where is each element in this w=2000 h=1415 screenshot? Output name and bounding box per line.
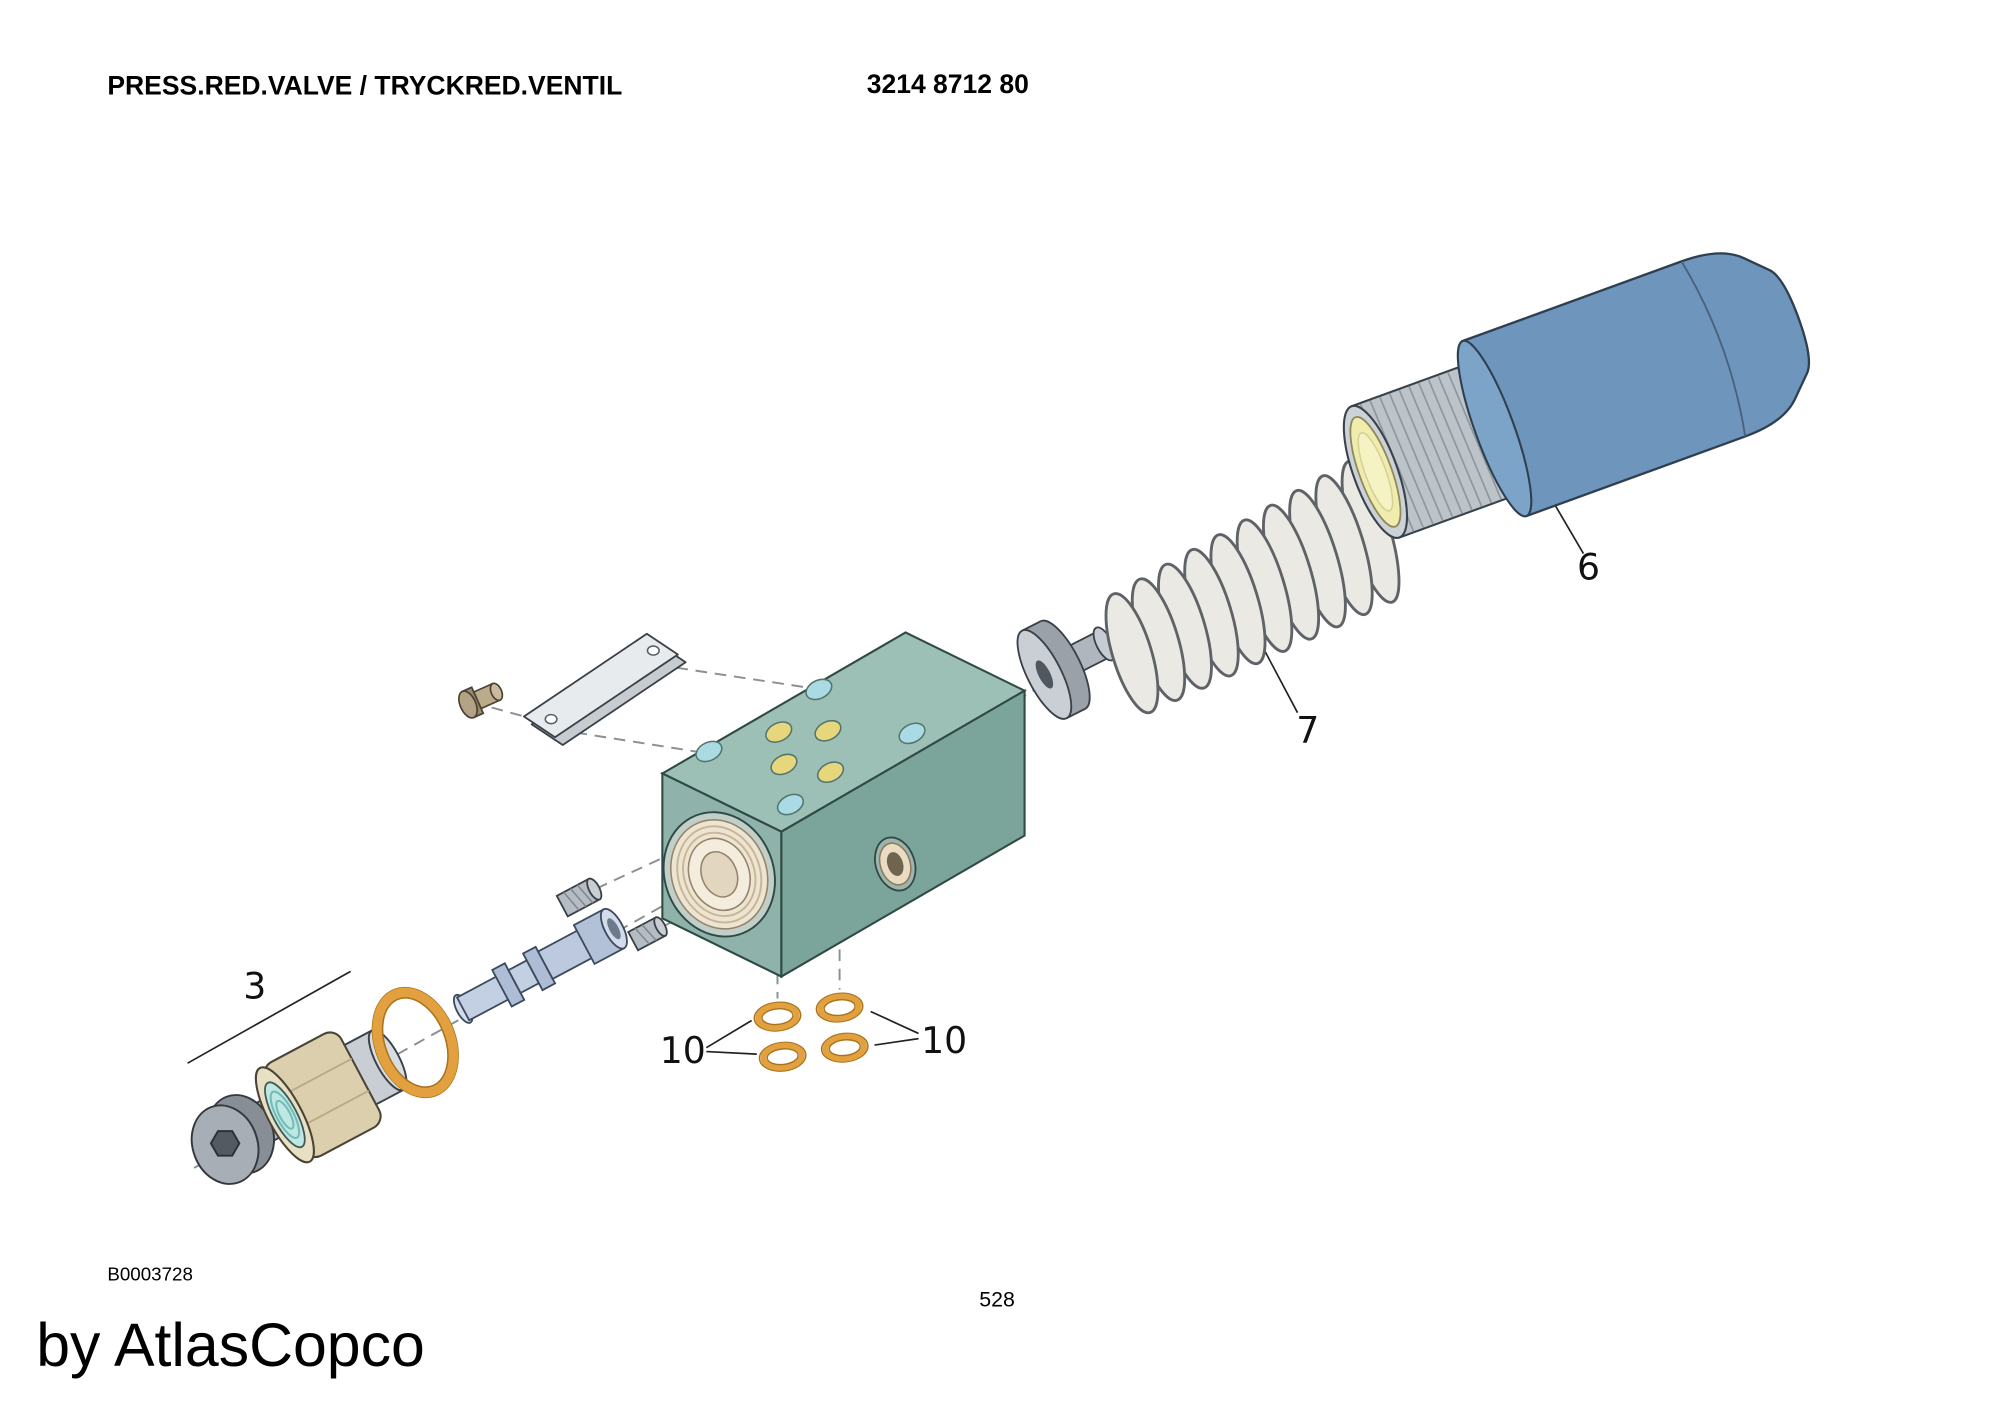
cover-plate-hole [646, 645, 660, 656]
port-yellow [814, 719, 842, 742]
o-ring-body [817, 993, 862, 1022]
set-screw-lower [627, 916, 668, 952]
valve-spool [452, 907, 628, 1024]
axis-line-plate-port2 [657, 663, 812, 690]
valve-poppet [1016, 619, 1116, 720]
o-ring-body [372, 987, 459, 1098]
thread-line [1418, 382, 1473, 511]
port-cyan [776, 793, 805, 816]
o-ring-outline [766, 1048, 799, 1066]
nut-bore-ring [269, 1090, 301, 1140]
cover-plate-face [523, 632, 679, 739]
o-ring-outline [381, 997, 449, 1088]
o-ring-small-group [753, 992, 869, 1072]
callout-10-right: 10 [921, 1019, 967, 1062]
watermark: by AtlasCopco [36, 1311, 425, 1379]
thread-line [1408, 386, 1463, 514]
thread-line [634, 927, 650, 945]
cap-body-shoulder [1456, 339, 1533, 518]
thread-line [1437, 375, 1493, 504]
thread-line [641, 924, 657, 942]
end-cap [1342, 252, 1811, 539]
leader-line-10-left-b [706, 1050, 757, 1055]
o-ring-outline [371, 986, 459, 1099]
leader-line-10-right-a [870, 1010, 919, 1035]
pressure-spring [1104, 459, 1401, 715]
o-ring-small [758, 1041, 807, 1072]
block-main-bore [662, 811, 776, 938]
spool-head-hole [607, 918, 621, 940]
leader-line-6 [1551, 500, 1585, 555]
plate-screw-end [489, 682, 504, 702]
o-ring-small [815, 992, 864, 1023]
port-yellow [816, 761, 845, 784]
o-ring-outline [761, 1008, 794, 1026]
o-ring-body [760, 1042, 805, 1071]
thread-line [1447, 372, 1502, 500]
o-ring-body [822, 1033, 868, 1062]
port-yellow [765, 721, 793, 743]
o-ring-outline [828, 1039, 861, 1057]
thread-line [1427, 379, 1483, 507]
thread-line [1388, 393, 1444, 521]
cover-plate [523, 632, 687, 746]
thread-line [569, 888, 587, 908]
part-number: 3214 8712 80 [867, 69, 1029, 99]
leader-line-10-right-b [874, 1037, 919, 1046]
set-screw-upper [555, 877, 603, 918]
block-side-port [874, 836, 917, 892]
block-right-face [780, 688, 1026, 979]
axis-line-setscrew-upper [595, 855, 667, 890]
bore-thread-ring [676, 825, 763, 924]
thread-line [563, 891, 580, 911]
callout-7: 7 [1296, 708, 1319, 751]
gland-nut [254, 1028, 408, 1164]
callout-6: 6 [1577, 545, 1600, 588]
port-yellow [770, 753, 798, 776]
port-cyan [695, 740, 723, 763]
callout-10-left: 10 [660, 1029, 706, 1072]
leader-line-3 [187, 970, 351, 1064]
poppet-center-hole [1035, 660, 1054, 689]
plate-screw-head [458, 690, 479, 719]
o-ring-large [371, 986, 459, 1099]
spring-coil [1104, 592, 1160, 715]
set-screw-end [653, 916, 668, 937]
cap-body [1461, 252, 1811, 518]
o-ring-body [755, 1002, 800, 1031]
side-port-hole [886, 852, 904, 876]
port-cyan [805, 678, 833, 701]
nut-bore-face [264, 1081, 306, 1149]
thread-line [576, 884, 594, 904]
o-ring-outline [823, 998, 856, 1017]
nut-bore-ring [275, 1099, 295, 1130]
callout-3: 3 [243, 965, 266, 1008]
cover-plate-hole [544, 713, 558, 725]
cap-chamfer-edge [1680, 260, 1747, 437]
leader-line-10-left-a [705, 1019, 753, 1049]
page-number: 528 [979, 1287, 1015, 1311]
bore-center [700, 851, 739, 898]
plug-hex-socket [209, 1130, 241, 1157]
set-screw-end [586, 877, 603, 901]
valve-block [660, 631, 1027, 979]
thread-line [1379, 396, 1434, 525]
o-ring-small [753, 1001, 802, 1032]
page-title: PRESS.RED.VALVE / TRYCKRED.VENTIL [107, 70, 622, 100]
o-ring-small [820, 1032, 869, 1063]
thread-line [1398, 389, 1454, 518]
plate-screw [458, 682, 504, 719]
cap-seal-inner [1357, 432, 1394, 512]
bore-thread-ring [682, 831, 757, 918]
drawing-code: B0003728 [107, 1263, 193, 1284]
port-cyan [898, 722, 926, 745]
